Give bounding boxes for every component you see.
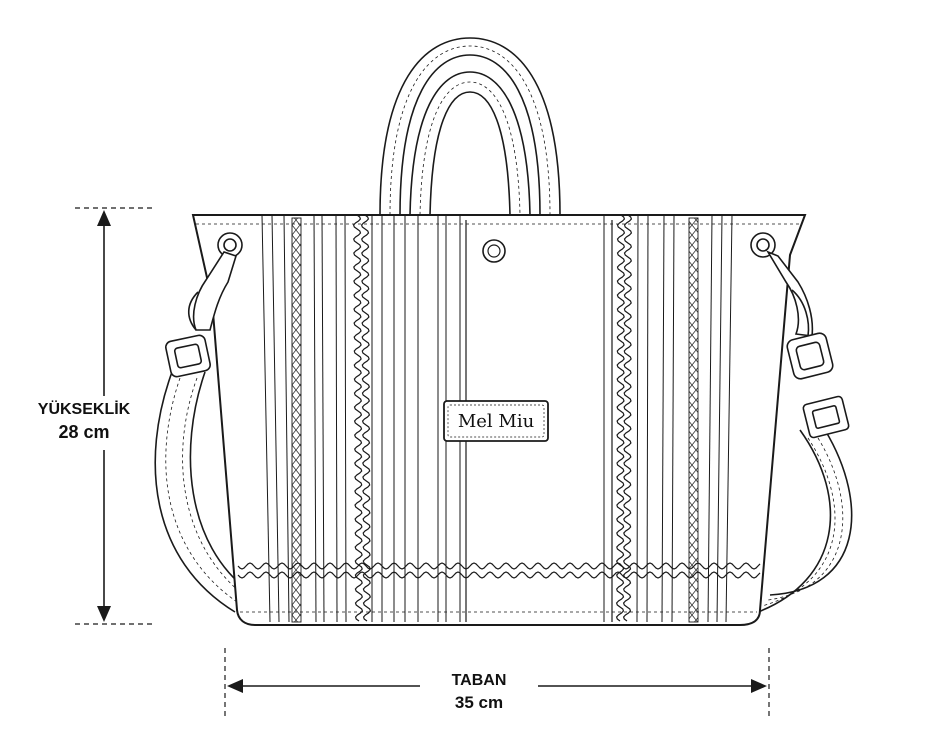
height-label-value: 28 cm	[58, 422, 110, 442]
ricrac-trim	[237, 214, 761, 622]
arrow-right-icon	[751, 679, 767, 693]
width-label-name: TABAN	[451, 672, 507, 689]
top-handles	[379, 37, 561, 216]
clip-left	[192, 251, 237, 331]
bag-body: Mel Miu	[191, 214, 807, 626]
width-dimension	[224, 648, 770, 718]
height-label: YÜKSEKLİK 28 cm	[20, 398, 148, 444]
arrow-left-icon	[227, 679, 243, 693]
arrow-down-icon	[97, 606, 111, 622]
snap-button	[482, 239, 506, 263]
hardware	[165, 232, 850, 439]
arrow-up-icon	[97, 210, 111, 226]
braid-ribbon-right	[688, 217, 699, 623]
brand-label-text: Mel Miu	[458, 411, 534, 432]
stripe-pattern	[261, 214, 733, 623]
shoulder-strap	[154, 371, 853, 613]
height-label-name: YÜKSEKLİK	[37, 401, 131, 418]
brand-label: Mel Miu	[443, 400, 549, 442]
width-label: TABAN 35 cm	[420, 670, 538, 714]
height-dimension	[75, 207, 155, 625]
braid-ribbon-left	[291, 217, 302, 623]
width-label-value: 35 cm	[454, 693, 504, 712]
